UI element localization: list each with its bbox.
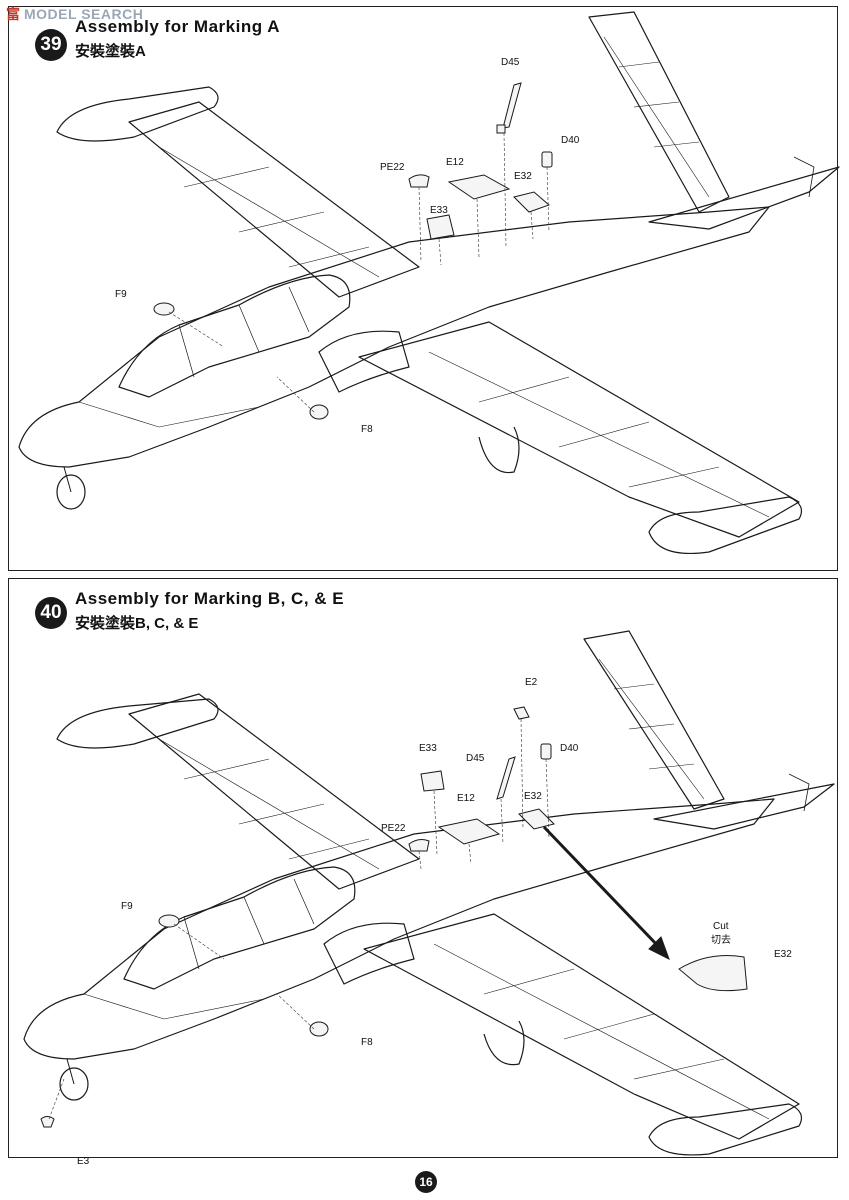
step-40-panel: 40 Assembly for Marking B, C, & E 安裝塗裝B,… xyxy=(8,578,838,1167)
label-e12: E12 xyxy=(457,793,475,804)
left-tip-tank xyxy=(56,86,219,142)
label-d40: D40 xyxy=(561,135,580,146)
label-d45: D45 xyxy=(466,753,485,764)
label-pe22: PE22 xyxy=(381,823,406,834)
label-pe22: PE22 xyxy=(380,162,405,173)
step-number-badge: 40 xyxy=(35,597,67,629)
step-title-cn: 安裝塗裝A xyxy=(75,43,146,60)
label-e33: E33 xyxy=(419,743,437,754)
right-tip-tank xyxy=(648,496,802,555)
part-d40-shape xyxy=(540,743,552,760)
v-tail-left xyxy=(583,630,725,810)
watermark-logo-mark: 富 xyxy=(6,6,20,22)
part-d40-shape xyxy=(541,151,553,168)
engine-intake xyxy=(323,922,415,985)
part-f8-shape xyxy=(309,404,329,420)
left-tip-tank xyxy=(56,698,219,749)
part-pe22-shape xyxy=(408,839,430,852)
canopy xyxy=(123,866,356,990)
v-tail-right xyxy=(648,166,840,230)
step-number-badge: 39 xyxy=(35,29,67,61)
label-f9: F9 xyxy=(115,289,127,300)
canopy xyxy=(118,274,351,398)
v-tail-right xyxy=(653,783,835,830)
step-title-en: Assembly for Marking B, C, & E xyxy=(75,589,345,608)
fuselage xyxy=(18,206,770,468)
main-gear xyxy=(483,1020,525,1066)
label-e32: E32 xyxy=(514,171,532,182)
label-cut-cn: 切去 xyxy=(711,934,731,946)
part-e12-shape xyxy=(447,174,511,200)
nose-wheel xyxy=(56,474,86,510)
part-e32-shape xyxy=(518,808,555,830)
label-e32: E32 xyxy=(524,791,542,802)
aircraft-diagram-b: E2 D40 E33 D45 E32 E12 PE22 F9 F8 E3 Cut… xyxy=(23,630,835,1167)
part-e33-shape xyxy=(420,770,445,792)
part-e32-detail-shape xyxy=(678,955,748,992)
part-e32-shape xyxy=(513,191,550,213)
left-wing xyxy=(128,101,420,298)
right-wing xyxy=(358,321,800,538)
nose-wheel xyxy=(59,1067,89,1101)
step-title-en: Assembly for Marking A xyxy=(75,17,280,36)
main-gear xyxy=(478,426,520,474)
v-tail-left xyxy=(588,11,730,213)
step-39-panel: 39 Assembly for Marking A 安裝塗裝A xyxy=(8,6,840,571)
part-d45-tip xyxy=(496,124,506,134)
label-e12: E12 xyxy=(446,157,464,168)
right-wing xyxy=(363,913,800,1140)
label-e2: E2 xyxy=(525,677,538,688)
fuselage xyxy=(23,798,775,1060)
label-e32-detail: E32 xyxy=(774,949,792,960)
aircraft-diagram-a: D45 D40 PE22 E12 E32 E33 F9 F8 xyxy=(18,11,840,555)
part-e33-shape xyxy=(426,214,455,240)
part-e3-shape xyxy=(40,1116,55,1128)
part-d45-shape xyxy=(496,756,516,800)
label-f8: F8 xyxy=(361,1037,373,1048)
label-d40: D40 xyxy=(560,743,579,754)
page-number: 16 xyxy=(415,1171,437,1193)
label-e33: E33 xyxy=(430,205,448,216)
part-pe22-shape xyxy=(408,174,430,188)
engine-intake xyxy=(318,330,410,393)
label-e3: E3 xyxy=(77,1156,90,1167)
part-f8-shape xyxy=(309,1021,329,1037)
label-d45: D45 xyxy=(501,57,520,68)
part-d45-shape xyxy=(502,82,522,129)
part-e12-shape xyxy=(437,818,501,845)
label-f9: F9 xyxy=(121,901,133,912)
left-wing xyxy=(128,693,420,890)
label-cut-en: Cut xyxy=(713,921,729,932)
watermark-text: MODEL SEARCH xyxy=(24,6,144,22)
step-title-cn: 安裝塗裝B, C, & E xyxy=(75,615,199,632)
label-f8: F8 xyxy=(361,424,373,435)
part-e2-shape xyxy=(513,706,530,720)
right-tip-tank xyxy=(648,1103,802,1156)
